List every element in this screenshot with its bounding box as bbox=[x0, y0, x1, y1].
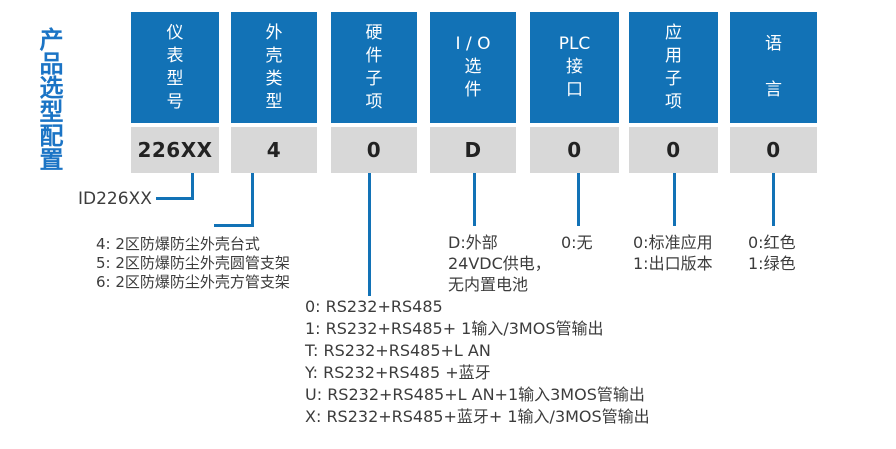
column-header-io-option: I / O 选 件 bbox=[430, 12, 516, 123]
connector-line-plc-vertical bbox=[577, 173, 580, 226]
column-value-io-option: D bbox=[430, 127, 516, 173]
column-application-subitem: 应 用 子 项 0 bbox=[629, 12, 718, 173]
connector-line-housing-horizontal bbox=[214, 224, 254, 227]
column-housing-type: 外 壳 类 型 4 bbox=[231, 12, 317, 173]
column-value-application-subitem: 0 bbox=[629, 127, 718, 173]
plc-options-list: 0:无 bbox=[561, 233, 593, 252]
column-header-plc-interface: PLC 接 口 bbox=[530, 12, 619, 123]
column-header-language: 语 言 bbox=[730, 12, 817, 123]
column-io-option: I / O 选 件 D bbox=[430, 12, 516, 173]
column-header-instrument-model: 仪 表 型 号 bbox=[131, 12, 219, 123]
column-value-instrument-model: 226XX bbox=[131, 127, 219, 173]
column-header-application-subitem: 应 用 子 项 bbox=[629, 12, 718, 123]
application-options-list: 0:标准应用 1:出口版本 bbox=[633, 233, 713, 273]
connector-line-hardware-vertical bbox=[368, 173, 371, 296]
connector-line-housing-vertical bbox=[251, 173, 254, 227]
connector-line-model-horizontal bbox=[156, 197, 194, 200]
page-title: 产品选型配置 bbox=[35, 27, 63, 171]
column-value-housing-type: 4 bbox=[231, 127, 317, 173]
connector-line-language-vertical bbox=[772, 173, 775, 226]
column-language: 语 言 0 bbox=[730, 12, 817, 173]
housing-options-list: 4: 2区防爆防尘外壳台式 5: 2区防爆防尘外壳圆管支架 6: 2区防爆防尘外… bbox=[96, 235, 290, 291]
hardware-options-list: 0: RS232+RS485 1: RS232+RS485+ 1输入/3MOS管… bbox=[305, 297, 650, 426]
model-code-label: ID226XX bbox=[78, 189, 152, 209]
column-plc-interface: PLC 接 口 0 bbox=[530, 12, 619, 173]
language-options-list: 0:红色 1:绿色 bbox=[748, 233, 796, 273]
column-instrument-model: 仪 表 型 号 226XX bbox=[131, 12, 219, 173]
connector-line-application-vertical bbox=[673, 173, 676, 226]
io-options-list: D:外部 24VDC供电， 无内置电池 bbox=[448, 233, 551, 294]
connector-line-io-vertical bbox=[473, 173, 476, 226]
column-hardware-subitem: 硬 件 子 项 0 bbox=[331, 12, 417, 173]
column-value-plc-interface: 0 bbox=[530, 127, 619, 173]
column-value-hardware-subitem: 0 bbox=[331, 127, 417, 173]
column-header-housing-type: 外 壳 类 型 bbox=[231, 12, 317, 123]
column-header-hardware-subitem: 硬 件 子 项 bbox=[331, 12, 417, 123]
connector-line-model-vertical bbox=[191, 173, 194, 200]
column-value-language: 0 bbox=[730, 127, 817, 173]
